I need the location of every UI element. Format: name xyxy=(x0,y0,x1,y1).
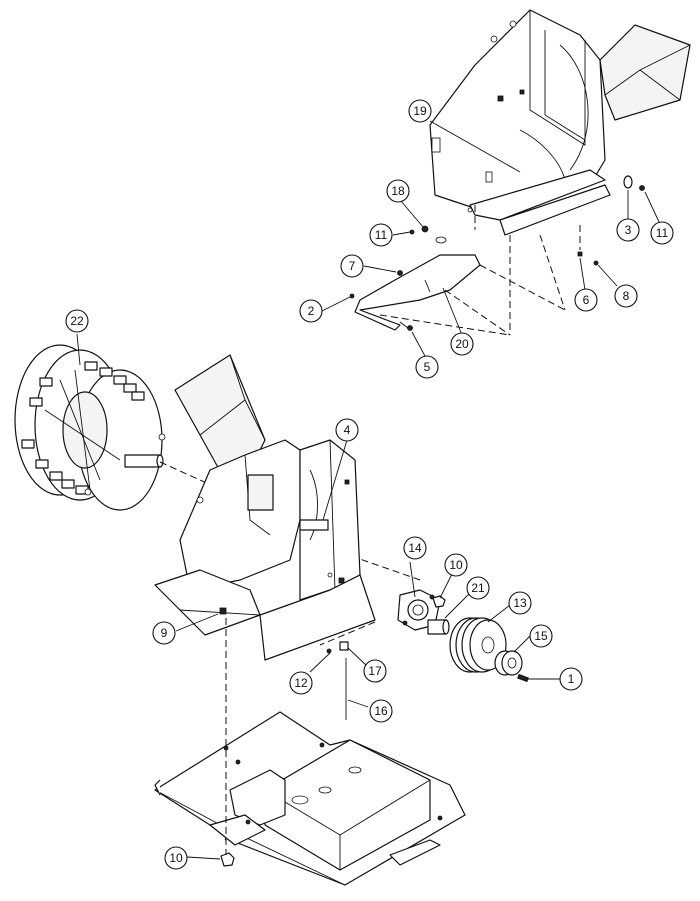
main-housing xyxy=(154,354,376,661)
callout-14: 14 xyxy=(403,536,427,560)
callout-10-bearing-nut-label: 10 xyxy=(449,558,463,572)
callout-7: 7 xyxy=(340,254,364,278)
discharge-housing-assembly xyxy=(429,9,691,236)
callout-17-label: 17 xyxy=(368,664,382,678)
callout-16-label: 16 xyxy=(374,704,388,718)
callout-1: 1 xyxy=(559,667,583,691)
callout-7-label: 7 xyxy=(349,259,356,273)
callout-14-label: 14 xyxy=(408,541,422,555)
base-frame xyxy=(154,711,466,886)
callout-18: 18 xyxy=(386,179,410,203)
callout-9-label: 9 xyxy=(161,626,168,640)
callout-12-label: 12 xyxy=(294,676,308,690)
callout-11-left: 11 xyxy=(369,223,393,247)
chute-deflector xyxy=(354,225,481,331)
callout-11-right: 11 xyxy=(650,221,674,245)
rotor-cutter-wheel xyxy=(14,344,166,511)
callout-2-label: 2 xyxy=(308,304,315,318)
callout-5-label: 5 xyxy=(424,360,431,374)
callout-8-label: 8 xyxy=(623,289,630,303)
callout-15-label: 15 xyxy=(534,629,548,643)
callout-12: 12 xyxy=(289,671,313,695)
callout-17: 17 xyxy=(363,659,387,683)
callout-10-bearing-nut: 10 xyxy=(444,553,468,577)
callout-11-left-label: 11 xyxy=(375,228,388,242)
callout-16: 16 xyxy=(369,699,393,723)
housing-to-base-line xyxy=(319,621,376,646)
callout-5: 5 xyxy=(415,355,439,379)
callout-21: 21 xyxy=(466,576,490,600)
callout-18-label: 18 xyxy=(391,184,405,198)
callout-4-label: 4 xyxy=(344,423,351,437)
hardware-upper xyxy=(349,175,645,299)
callout-3: 3 xyxy=(616,218,640,242)
callout-2: 2 xyxy=(299,299,323,323)
callout-22-label: 22 xyxy=(70,314,84,328)
callout-1-label: 1 xyxy=(568,672,575,686)
callout-20-label: 20 xyxy=(455,337,469,351)
callout-9: 9 xyxy=(152,621,176,645)
callout-13-label: 13 xyxy=(513,596,527,610)
callout-6-label: 6 xyxy=(583,293,590,307)
callout-22: 22 xyxy=(65,309,89,333)
callout-8: 8 xyxy=(614,284,638,308)
callout-21-label: 21 xyxy=(471,581,485,595)
callout-15: 15 xyxy=(529,624,553,648)
drive-components xyxy=(397,589,529,683)
callout-19-label: 19 xyxy=(413,104,427,118)
callout-10-base-nut: 10 xyxy=(164,846,188,870)
callout-6: 6 xyxy=(574,288,598,312)
callout-11-right-label: 11 xyxy=(656,226,669,240)
callout-19: 19 xyxy=(408,99,432,123)
callout-13: 13 xyxy=(508,591,532,615)
callout-4: 4 xyxy=(335,418,359,442)
callout-3-label: 3 xyxy=(625,223,632,237)
callout-20: 20 xyxy=(450,332,474,356)
assembly-lines-upper xyxy=(379,205,581,336)
hardware-middle xyxy=(219,607,349,720)
leader-lines xyxy=(76,120,661,860)
callout-10-base-nut-label: 10 xyxy=(169,851,183,865)
